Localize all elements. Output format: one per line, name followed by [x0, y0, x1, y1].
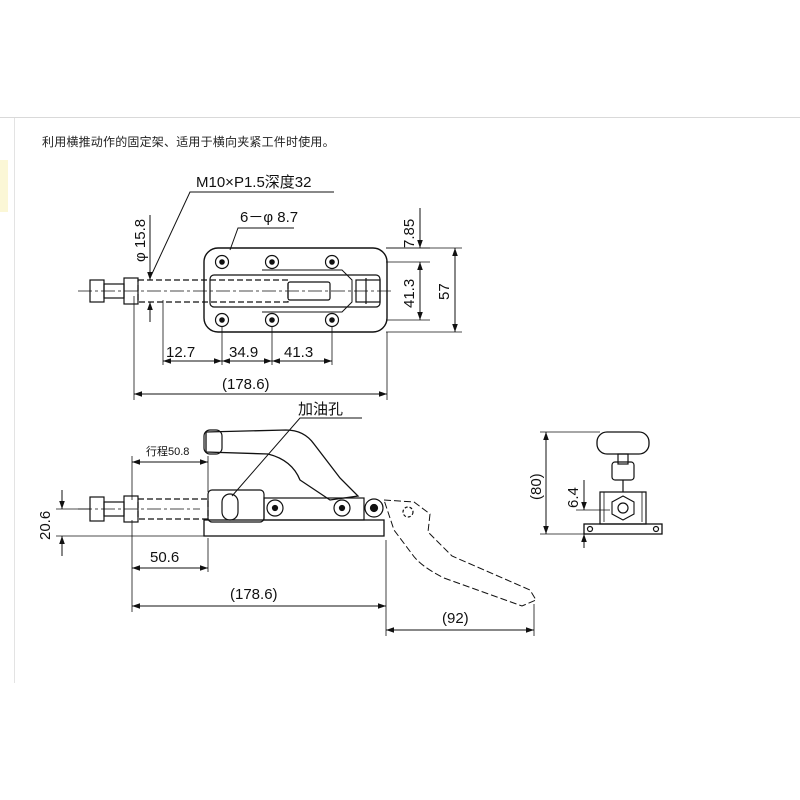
dim-a: 12.7	[166, 344, 195, 361]
rod-diameter-label: φ 15.8	[132, 219, 149, 262]
handle-grip	[203, 429, 223, 455]
top-view	[78, 191, 462, 400]
end-view	[540, 431, 663, 548]
dim-base-width: 57	[436, 283, 453, 300]
stroke-label: 行程50.8	[146, 445, 189, 458]
page-top-border	[0, 117, 800, 118]
inner-contour	[262, 269, 353, 313]
dim-handle: (92)	[442, 610, 469, 627]
holes-callout: 6－φ 8.7	[240, 209, 298, 226]
pivot-2	[333, 499, 351, 517]
dim-overall-top: (178.6)	[222, 376, 270, 393]
dim-end-height: (80)	[528, 473, 545, 500]
end-base	[583, 523, 663, 535]
thread-callout: M10×P1.5深度32	[196, 174, 311, 191]
pivot-3	[364, 498, 384, 518]
description-text: 利用横推动作的固定架、适用于横向夹紧工件时使用。	[42, 135, 335, 149]
end-stem	[611, 461, 635, 481]
side-rail	[263, 497, 365, 521]
thread-leader	[149, 191, 334, 279]
side-view	[56, 417, 537, 636]
oil-hole-label: 加油孔	[298, 401, 343, 418]
dim-overall-side: (178.6)	[230, 586, 278, 603]
page-left-border	[14, 118, 15, 683]
margin-highlight	[0, 160, 8, 212]
handle-phantom	[383, 499, 537, 607]
pivot-1	[266, 499, 284, 517]
side-slot	[221, 493, 239, 521]
dim-hole-spacing: 41.3	[401, 279, 418, 308]
oil-hole-leader	[231, 417, 362, 497]
dim-top-offset: 7.85	[401, 219, 418, 248]
dim-end-small: 6.4	[565, 487, 582, 508]
holes-leader	[229, 227, 294, 251]
dim-c: 41.3	[284, 344, 313, 361]
base-plate	[203, 247, 388, 333]
end-body	[599, 491, 647, 525]
dim-side-height: 20.6	[37, 511, 54, 540]
end-grip	[596, 431, 650, 455]
dim-b: 34.9	[229, 344, 258, 361]
hex-nut	[611, 495, 635, 521]
dim-rod: 50.6	[150, 549, 179, 566]
